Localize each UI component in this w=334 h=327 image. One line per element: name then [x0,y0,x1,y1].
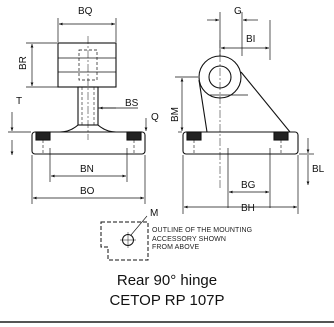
side-view [182,40,299,190]
dim-m: M [150,208,158,219]
note-line-1: OUTLINE OF THE MOUNTING [152,227,253,234]
front-view [31,36,146,155]
dim-bh: BH [241,203,255,214]
mounting-note: OUTLINE OF THE MOUNTING ACCESSORY SHOWN … [152,227,252,253]
dim-bm: BM [170,107,181,122]
dim-bl: BL [312,164,325,175]
hinge-drawing-svg: BQ BR T BS Q BN BO [8,6,325,261]
dim-bs: BS [125,98,139,109]
caption-title: Rear 90° hinge [116,272,218,289]
side-base [182,131,299,155]
front-top-block [57,42,117,88]
dim-g: G [234,6,242,17]
front-base [31,131,146,155]
caption-standard: CETOP RP 107P [109,292,225,309]
dim-t: T [16,96,22,107]
note-line-3: FROM ABOVE [152,244,200,252]
dim-q: Q [151,112,159,123]
dim-bq: BQ [78,6,93,17]
side-dimensions [175,12,314,214]
dim-bo: BO [80,186,95,197]
dim-bi: BI [246,34,255,45]
dim-br: BR [18,56,29,70]
dim-bn: BN [80,164,94,175]
mounting-outline-shape [100,221,149,261]
bottom-divider [0,321,334,323]
dim-bg: BG [241,180,256,191]
mounting-outline [100,215,149,261]
note-line-2: ACCESSORY SHOWN [152,235,226,243]
side-eye-outer [198,55,242,99]
front-dimensions [8,18,148,204]
